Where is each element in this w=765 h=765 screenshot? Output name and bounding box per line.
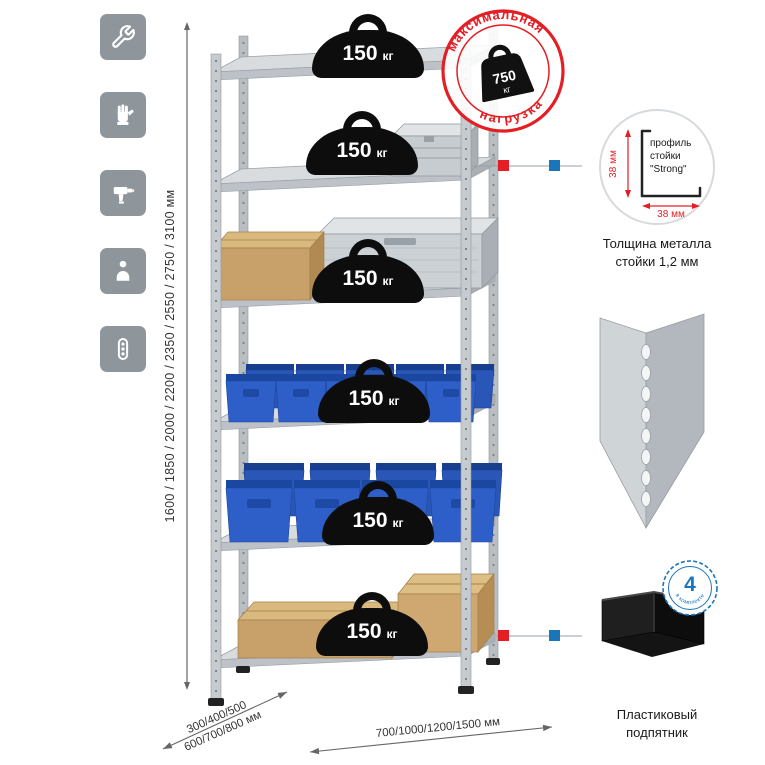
shelf-load-weight-3: 150 кг (312, 239, 424, 303)
included-quantity-badge: 4 в комплекте (660, 558, 720, 623)
wrench-icon (112, 25, 135, 48)
depth-dimension (162, 691, 288, 750)
corner-post-art (599, 313, 705, 530)
height-dimension (184, 22, 190, 690)
blue-marker-square (549, 160, 560, 171)
profile-cross-section (640, 129, 702, 198)
bottom-connector (496, 630, 582, 641)
post-feet (208, 658, 500, 706)
profile-dim-vertical: 38 мм (608, 150, 619, 178)
profile-label: профиль стойки "Strong" (650, 138, 692, 175)
height-dimension-label: 1600 / 1850 / 2000 / 2200 / 2350 / 2550 … (163, 189, 177, 523)
shelf-load-weight-2: 150 кг (306, 111, 418, 175)
shelf-load-weight-4: 150 кг (318, 359, 430, 423)
load-value: 150 (336, 139, 372, 162)
gloves-icon-tile (100, 92, 146, 138)
gloves-icon (117, 104, 134, 125)
stamp-value: 750 (491, 67, 517, 88)
load-value: 150 (352, 509, 388, 532)
load-unit: кг (386, 627, 398, 641)
upright-post-front-left (210, 53, 222, 705)
load-unit: кг (376, 146, 388, 160)
cardboard-box (213, 231, 325, 301)
load-value: 150 (342, 42, 378, 65)
blue-marker-square (549, 630, 560, 641)
load-unit: кг (388, 394, 400, 408)
wrench-icon-tile (100, 14, 146, 60)
width-dimension (309, 724, 553, 755)
shelf-load-weight-6: 150 кг (316, 592, 428, 656)
profile-dim-horizontal: 38 мм (657, 209, 685, 220)
drill-icon-tile (100, 170, 146, 216)
top-connector (472, 160, 582, 171)
stamp-weight-icon (481, 44, 535, 103)
person-icon-tile (100, 248, 146, 294)
shelf-load-weight-1: 150 кг (312, 14, 424, 78)
upright-post-back-left (238, 35, 249, 673)
level-icon (117, 338, 129, 360)
load-value: 150 (348, 387, 384, 410)
profile-caption: Толщина металла стойки 1,2 мм (602, 236, 712, 269)
load-unit: кг (382, 274, 394, 288)
load-unit: кг (392, 516, 404, 530)
person-icon (116, 260, 130, 281)
load-value: 150 (346, 620, 382, 643)
red-marker-square (498, 630, 509, 641)
level-icon-tile (100, 326, 146, 372)
foot-caption: Пластиковый подпятник (616, 707, 698, 740)
profile-callout-art (599, 109, 715, 225)
shelf-load-weight-5: 150 кг (322, 481, 434, 545)
red-marker-square (498, 160, 509, 171)
load-unit: кг (382, 49, 394, 63)
badge-number: 4 (684, 573, 696, 596)
stamp-unit: кг (502, 84, 512, 95)
load-value: 150 (342, 267, 378, 290)
drill-icon (113, 187, 135, 204)
